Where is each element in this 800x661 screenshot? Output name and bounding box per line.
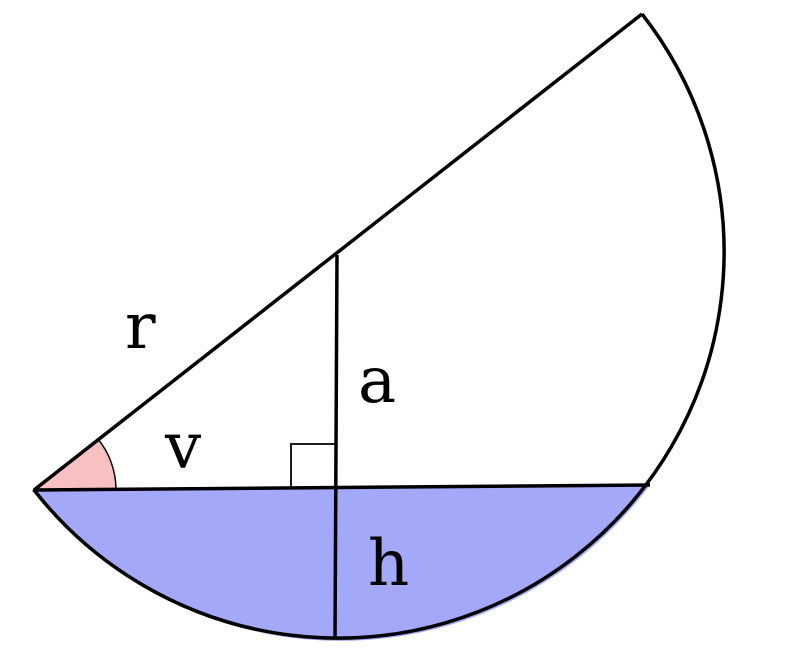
height-line: [333, 254, 339, 640]
label-h: h: [368, 527, 409, 601]
right-angle-marker: [290, 443, 335, 489]
label-r: r: [125, 290, 156, 364]
circular-segment-fill: [34, 485, 650, 641]
semicircle-arc: [32, 12, 726, 640]
chord: [33, 483, 651, 492]
label-v: v: [164, 410, 201, 484]
label-a: a: [358, 344, 396, 418]
diameter-radius-r: [32, 12, 644, 492]
